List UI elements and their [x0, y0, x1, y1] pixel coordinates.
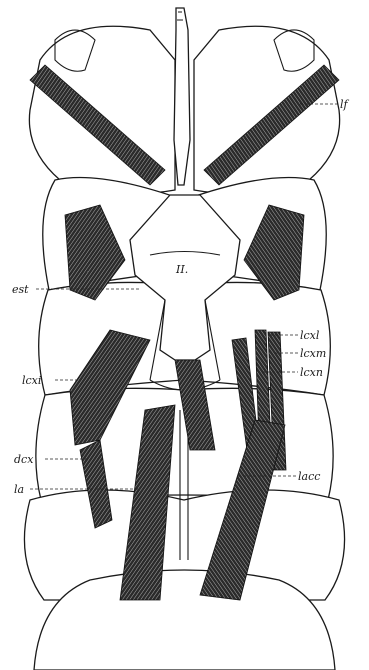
label-lacc: lacc — [298, 470, 320, 483]
label-est: est — [12, 283, 29, 296]
label-la: la — [14, 483, 24, 496]
label-lf: lf — [340, 98, 350, 111]
label-dcx: dcx — [14, 453, 34, 466]
label-lcxn: lcxn — [300, 366, 323, 379]
label-lcxm: lcxm — [300, 347, 326, 360]
label-lcxl: lcxl — [300, 329, 320, 342]
label-roman-numeral: II. — [175, 263, 188, 276]
label-lcxi: lcxi — [22, 374, 41, 387]
